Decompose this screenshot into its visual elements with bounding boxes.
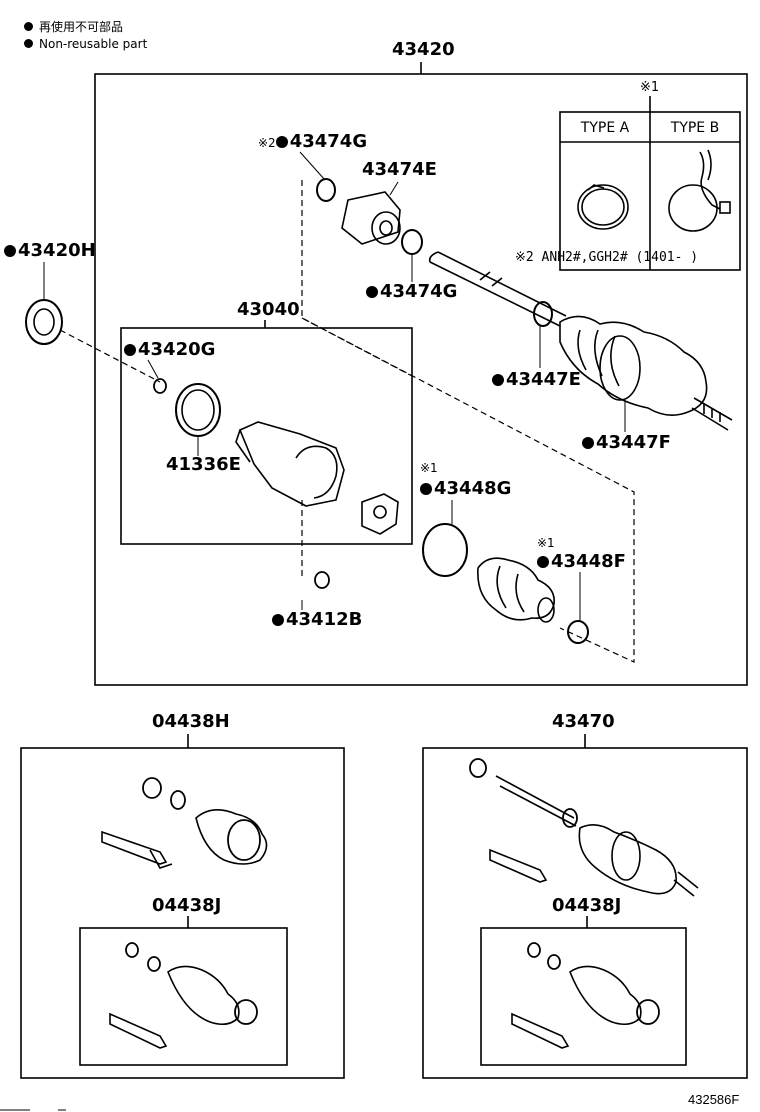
kit-label-04438J-left[interactable]: 04438J (152, 895, 222, 916)
assembly-label-43040[interactable]: 43040 (237, 299, 300, 320)
note-mark-1-43448G: ※1 (420, 461, 438, 475)
type-b-header: TYPE B (670, 120, 720, 136)
part-label-43448G[interactable]: 43448G (420, 479, 511, 499)
type-a-header: TYPE A (580, 120, 630, 136)
note-mark-2: ※2 (258, 136, 276, 150)
non-reusable-dot-icon (275, 136, 288, 148)
note-mark-1-43448F: ※1 (537, 536, 555, 550)
part-label-43447F[interactable]: 43447F (582, 433, 671, 453)
non-reusable-dot-icon (420, 483, 432, 495)
kit-04438H-frame (20, 747, 345, 1079)
non-reusable-dot-icon (272, 614, 284, 626)
legend-line-1: 再使用不可部品 (24, 20, 123, 35)
kit-label-04438H[interactable]: 04438H (152, 711, 230, 732)
kit-label-43470[interactable]: 43470 (552, 711, 615, 732)
kit-04438J-left-frame (79, 927, 288, 1066)
non-reusable-dot-icon (537, 556, 549, 568)
part-label-43447E[interactable]: 43447E (492, 370, 581, 390)
part-label-43412B[interactable]: 43412B (272, 610, 362, 630)
non-reusable-dot-icon (582, 437, 594, 449)
legend-line-2: Non-reusable part (24, 37, 147, 52)
non-reusable-dot-icon (366, 286, 378, 298)
assembly-label-43420[interactable]: 43420 (392, 39, 455, 60)
non-reusable-dot-icon (4, 245, 16, 257)
bullet-icon (24, 22, 33, 31)
part-label-43420G[interactable]: 43420G (124, 340, 215, 360)
assembly-43040-frame (120, 327, 413, 545)
type-table-mark: ※1 (640, 80, 660, 95)
non-reusable-dot-icon (492, 374, 504, 386)
applicability-note: ※2 ANH2#,GGH2# (1401- ) (515, 250, 699, 265)
kit-label-04438J-right[interactable]: 04438J (552, 895, 622, 916)
part-label-43420H[interactable]: 43420H (4, 241, 96, 261)
bullet-icon (24, 39, 33, 48)
non-reusable-dot-icon (124, 344, 136, 356)
part-label-43474G-bottom[interactable]: 43474G (366, 282, 457, 302)
kit-04438J-right-frame (480, 927, 687, 1066)
part-label-43448F[interactable]: 43448F (537, 552, 626, 572)
part-label-43474E[interactable]: 43474E (362, 159, 437, 180)
part-label-41336E[interactable]: 41336E (166, 454, 241, 475)
diagram-code: 432586F (688, 1092, 740, 1107)
